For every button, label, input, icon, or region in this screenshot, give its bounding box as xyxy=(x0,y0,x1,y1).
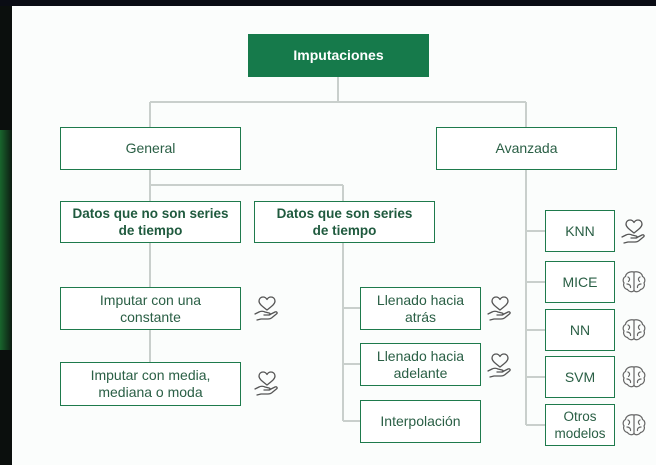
hand-heart-icon xyxy=(621,219,645,244)
root-node: Imputaciones xyxy=(248,34,429,77)
nn-node: NN xyxy=(545,309,615,351)
brain-icon xyxy=(622,414,646,436)
top-bar xyxy=(0,0,656,6)
other-models-node: Otros modelos xyxy=(545,404,615,446)
general-node: General xyxy=(60,127,241,170)
impute-mean-node: Imputar con media, mediana o moda xyxy=(60,362,241,406)
hand-heart-icon xyxy=(487,353,511,378)
advanced-node: Avanzada xyxy=(436,127,617,170)
background-glow xyxy=(0,130,14,350)
mice-node: MICE xyxy=(545,261,615,303)
series-node: Datos que son series de tiempo xyxy=(254,201,435,243)
interpolation-node: Interpolación xyxy=(360,400,481,443)
backfill-node: Llenado hacia atrás xyxy=(360,287,481,330)
hand-heart-icon xyxy=(254,371,278,396)
brain-icon xyxy=(622,271,646,293)
brain-icon xyxy=(622,319,646,341)
brain-icon xyxy=(622,366,646,388)
forwardfill-node: Llenado hacia adelante xyxy=(360,343,481,386)
knn-node: KNN xyxy=(545,210,615,252)
hand-heart-icon xyxy=(254,296,278,321)
impute-constant-node: Imputar con una constante xyxy=(60,287,241,330)
non-series-node: Datos que no son series de tiempo xyxy=(60,201,241,243)
svm-node: SVM xyxy=(545,356,615,398)
hand-heart-icon xyxy=(487,296,511,321)
